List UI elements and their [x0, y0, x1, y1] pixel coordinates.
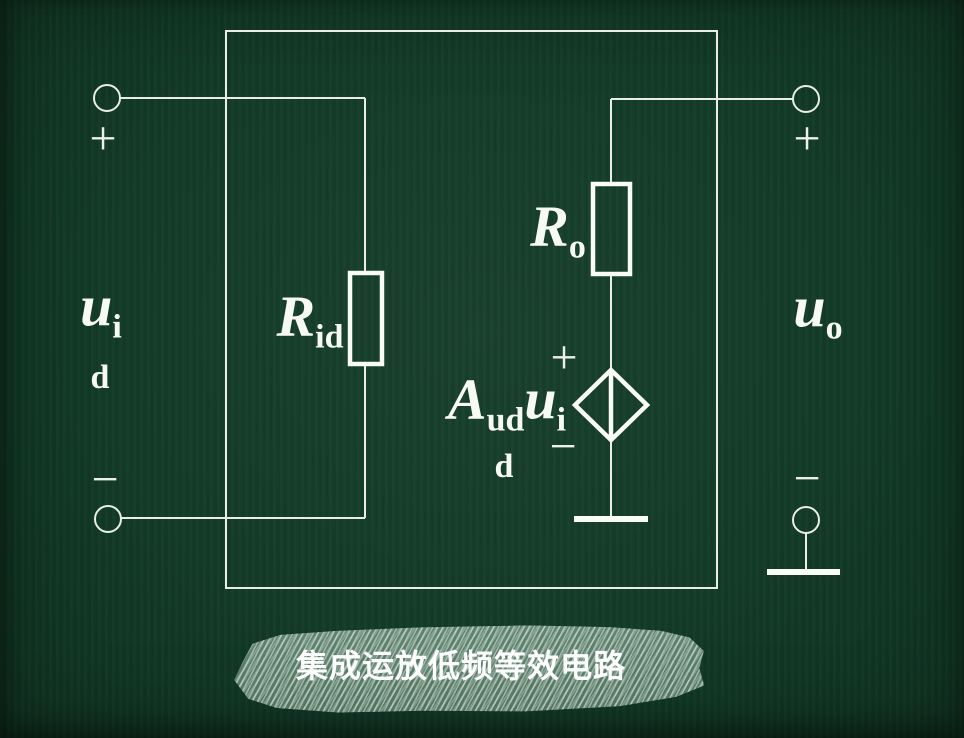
- resistor-rid-symbol: R: [276, 283, 316, 349]
- input-plus-sign: +: [89, 112, 117, 165]
- source-plus-sign: +: [550, 331, 578, 384]
- output-terminal-bottom: [792, 506, 820, 534]
- resistor-ro-symbol: R: [530, 193, 569, 259]
- resistor-rid-body: [347, 270, 385, 367]
- output-plus-sign: +: [793, 112, 821, 165]
- caption-text: 集成运放低频等效电路: [295, 648, 627, 684]
- output-minus-sign: −: [793, 452, 821, 505]
- input-voltage-subscript: i: [112, 308, 122, 346]
- output-voltage-subscript: o: [825, 309, 843, 347]
- resistor-rid-subscript: id: [315, 318, 344, 356]
- input-voltage-subscript-wrapped: d: [90, 359, 110, 396]
- source-minus-sign: −: [549, 420, 577, 473]
- input-voltage-symbol: u: [80, 273, 113, 339]
- resistor-ro-label: Ro: [530, 197, 586, 266]
- control-voltage-subscript: i: [556, 401, 567, 439]
- control-voltage-symbol: u: [524, 366, 557, 432]
- output-voltage-label: uo: [793, 278, 843, 347]
- output-voltage-symbol: u: [793, 274, 826, 340]
- resistor-ro-subscript: o: [568, 228, 586, 266]
- dependent-source-subscript-wrapped: d: [494, 448, 514, 485]
- resistor-rid-label: Rid: [276, 287, 344, 356]
- dependent-source-label: Audui: [448, 370, 567, 439]
- input-minus-sign: −: [91, 453, 119, 506]
- output-terminal-top: [792, 85, 820, 113]
- input-terminal-top: [93, 84, 121, 112]
- dependent-source-diamond: [571, 366, 651, 444]
- caption: 集成运放低频等效电路: [296, 641, 626, 687]
- opamp-boundary-box: [225, 30, 718, 589]
- input-terminal-bottom: [94, 505, 122, 533]
- gain-symbol: A: [447, 366, 487, 432]
- resistor-ro-body: [590, 181, 633, 277]
- gain-subscript: ud: [486, 401, 525, 439]
- input-voltage-label: ui: [80, 277, 122, 346]
